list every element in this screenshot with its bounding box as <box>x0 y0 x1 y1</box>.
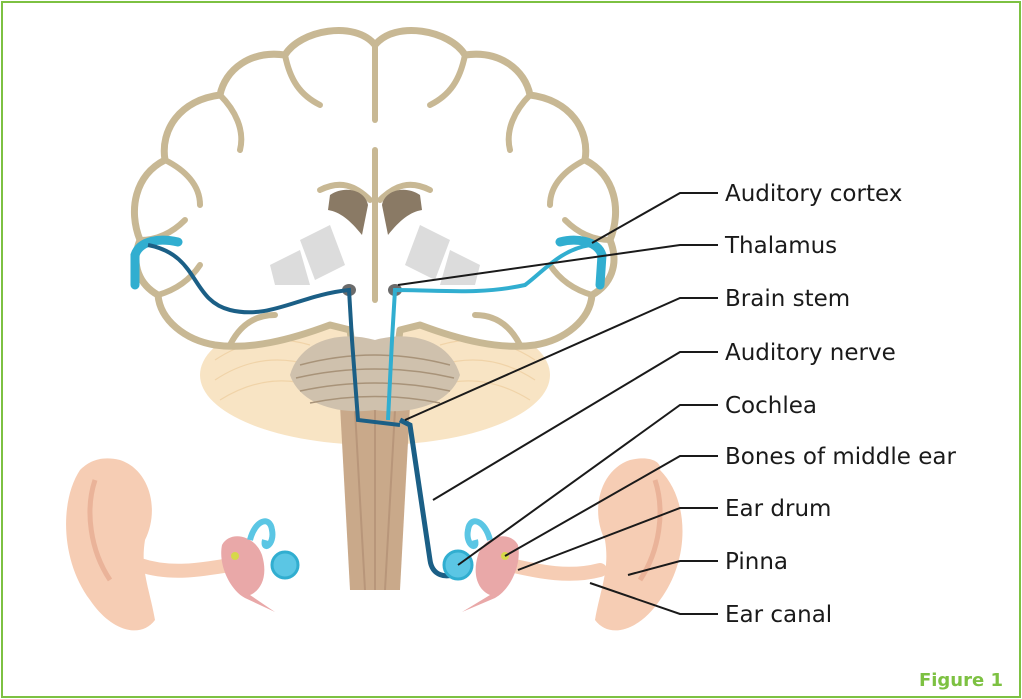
left-cochlea <box>272 552 298 578</box>
right-pinna <box>595 458 683 630</box>
label-pinna: Pinna <box>725 549 788 575</box>
label-cochlea: Cochlea <box>725 393 817 419</box>
label-auditory-cortex: Auditory cortex <box>725 181 902 207</box>
left-ear-canal <box>140 565 230 571</box>
figure-caption: Figure 1 <box>919 670 1003 691</box>
label-auditory-nerve: Auditory nerve <box>725 340 896 366</box>
label-bones-middle-ear: Bones of middle ear <box>725 444 956 470</box>
label-ear-canal: Ear canal <box>725 602 832 628</box>
label-brain-stem: Brain stem <box>725 286 850 312</box>
label-thalamus: Thalamus <box>724 233 837 259</box>
label-ear-drum: Ear drum <box>725 496 831 522</box>
right-ear-canal <box>510 565 600 574</box>
left-pinna <box>66 458 155 630</box>
